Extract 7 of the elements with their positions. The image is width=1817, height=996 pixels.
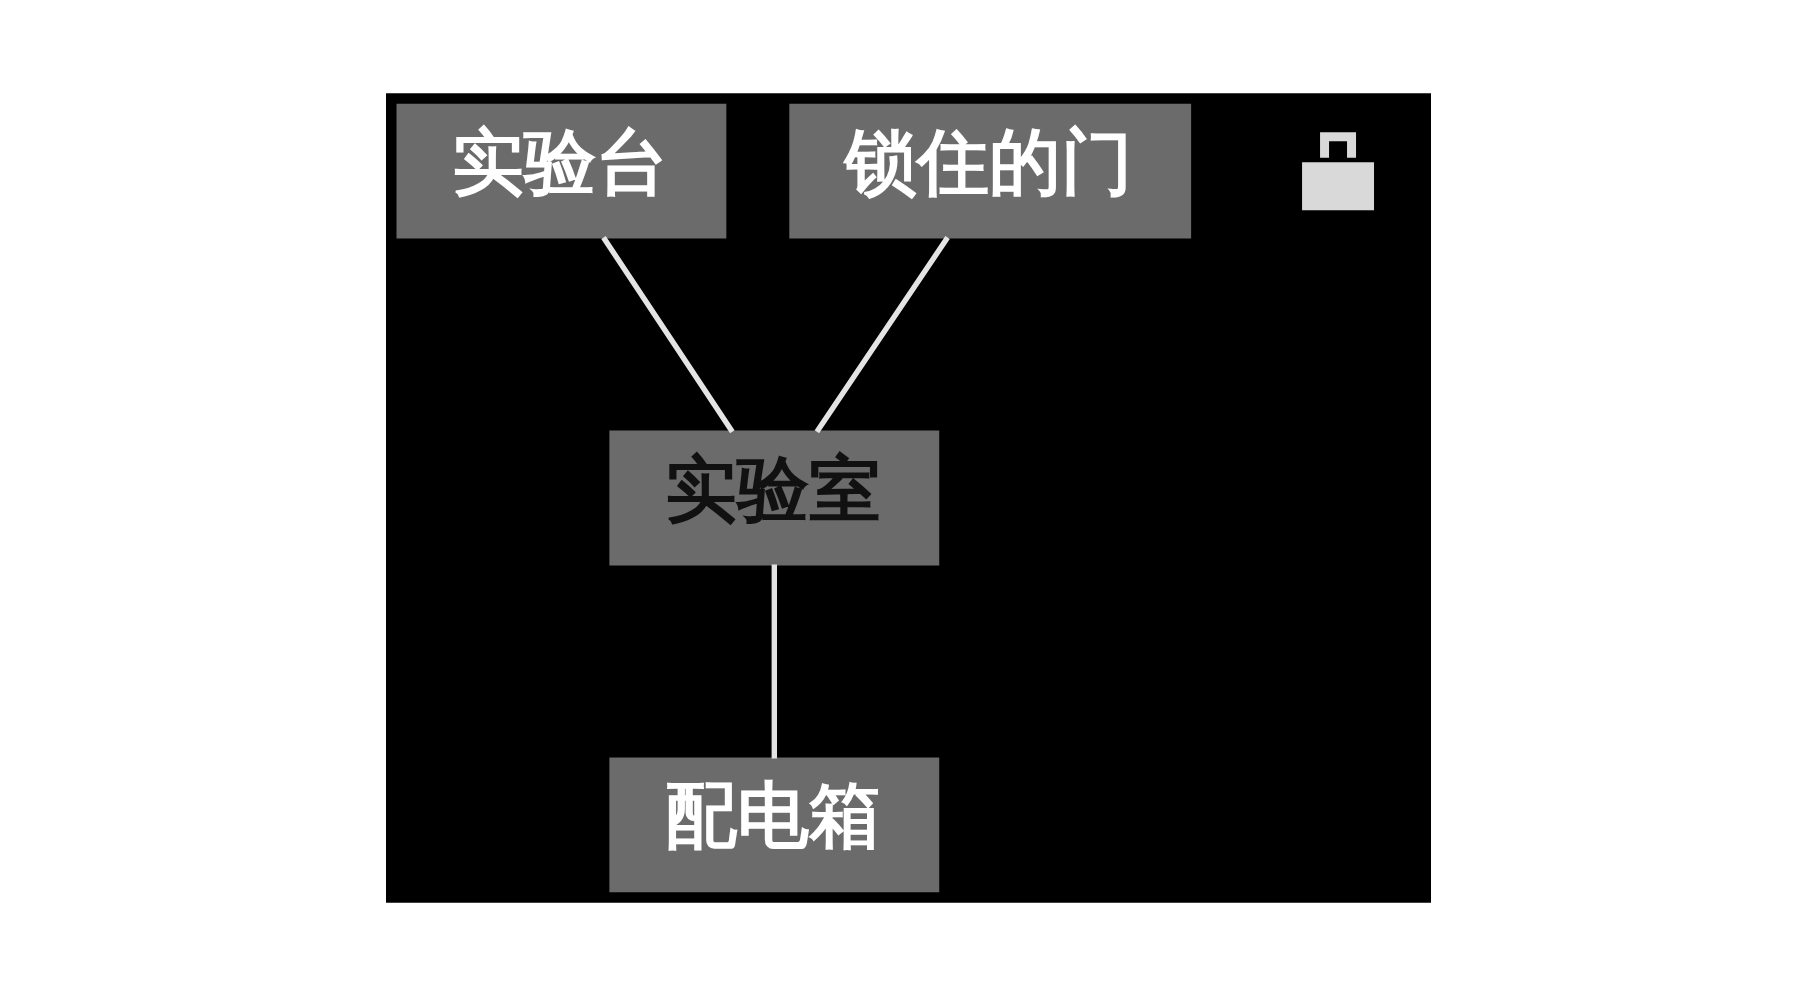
connector (601, 236, 735, 434)
node-box: 配电箱 (609, 757, 940, 893)
connector (814, 236, 950, 434)
node-box: 实验台 (396, 103, 727, 239)
node-box: 锁住的门 (789, 103, 1192, 239)
node-box: 实验室 (609, 430, 940, 566)
connector (771, 564, 777, 759)
